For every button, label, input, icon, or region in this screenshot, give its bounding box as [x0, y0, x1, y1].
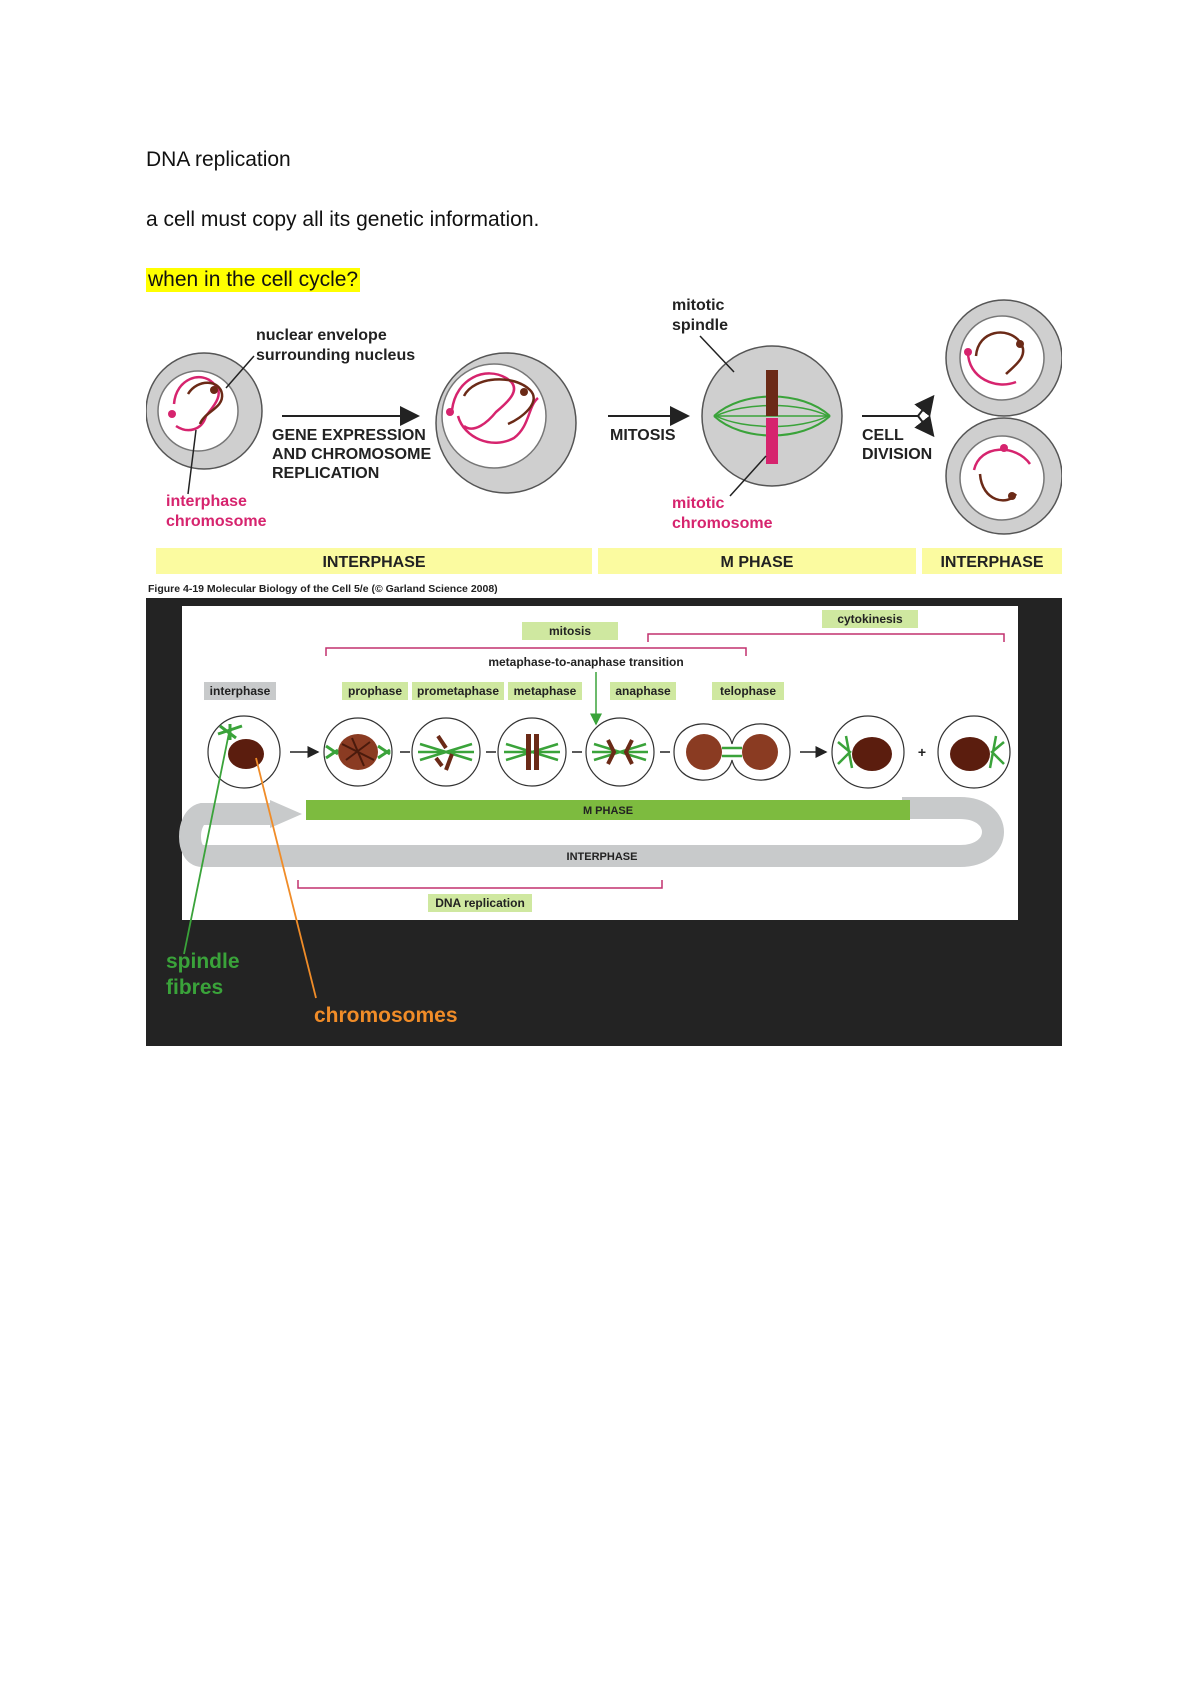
- interphase-bar-2: [922, 548, 1062, 574]
- mitosis-tag: [522, 622, 618, 640]
- interphase-cell-1: [146, 352, 263, 470]
- interphase-chromosome-label-2: chromosome: [166, 513, 267, 530]
- anaphase-tag-label: anaphase: [615, 684, 671, 698]
- prophase-tag-label: prophase: [348, 684, 402, 698]
- document-heading: DNA replication: [146, 148, 291, 171]
- spindle-annotation: spindle: [166, 950, 240, 973]
- daughter-cell-left: [831, 715, 905, 789]
- m-phase-bar-label: M PHASE: [721, 554, 794, 571]
- telophase-tag: [712, 682, 784, 700]
- nuclear-envelope-pointer: [225, 355, 255, 389]
- metaphase-tag: [508, 682, 582, 700]
- fibres-annotation: fibres: [166, 976, 223, 999]
- interphase-tag: [204, 682, 276, 700]
- prometaphase-tag: [412, 682, 504, 700]
- mitotic-chromosome-label: mitotic: [672, 495, 725, 512]
- nuclear-envelope-label: nuclear envelope: [256, 327, 387, 344]
- cell-cycle-figure: nuclear envelope surrounding nucleus int…: [146, 298, 1062, 595]
- dna-replication-bracket: [297, 880, 663, 889]
- cycle-loop-right: [330, 797, 1004, 867]
- interphase-chromosome-label: interphase: [166, 493, 247, 510]
- cycle-arrowhead: [270, 800, 302, 828]
- cytokinesis-tag: [822, 610, 918, 628]
- anaphase-cell: [585, 717, 655, 787]
- mitotic-cell: [701, 345, 843, 487]
- prophase-tag: [342, 682, 408, 700]
- spindle-pointer: [183, 727, 231, 955]
- chromosomes-annotation: chromosomes: [314, 1004, 458, 1027]
- daughter-cell-bottom: [945, 417, 1062, 535]
- telophase-tag-label: telophase: [720, 684, 776, 698]
- plus-sign: +: [918, 744, 926, 760]
- highlighted-question: when in the cell cycle?: [146, 268, 361, 292]
- prometaphase-cell: [411, 717, 481, 787]
- mitotic-spindle-label: mitotic: [672, 298, 725, 314]
- mitosis-tag-label: mitosis: [549, 624, 591, 638]
- m-phase-band-label: M PHASE: [583, 805, 633, 817]
- daughter-cell-top: [945, 299, 1062, 417]
- interphase-band-label: INTERPHASE: [567, 851, 638, 863]
- mitosis-bracket: [325, 647, 747, 656]
- dna-replication-tag: [428, 894, 532, 912]
- interphase-chromosome-pointer: [187, 429, 197, 495]
- telophase-cell: [673, 723, 791, 781]
- replication-label: REPLICATION: [272, 465, 379, 482]
- replicated-cell: [435, 352, 577, 494]
- mitotic-spindle-pointer: [699, 335, 735, 373]
- mitosis-stages-figure: mitosis cytokinesis metaphase-to-anaphas…: [146, 598, 1062, 1046]
- interphase-cell: [207, 715, 281, 789]
- chromosome-label: AND CHROMOSOME: [272, 446, 431, 463]
- prophase-cell: [323, 717, 393, 787]
- interphase-bar-1: [156, 548, 592, 574]
- figure-caption: Figure 4-19 Molecular Biology of the Cel…: [148, 583, 498, 595]
- gene-expression-label: GENE EXPRESSION: [272, 427, 426, 444]
- interphase-bar-label-2: INTERPHASE: [940, 554, 1043, 571]
- mitosis-label: MITOSIS: [610, 427, 676, 444]
- metaphase-tag-label: metaphase: [514, 684, 577, 698]
- interphase-tag-label: interphase: [210, 684, 271, 698]
- m-phase-bar: [598, 548, 916, 574]
- interphase-bar-label-1: INTERPHASE: [322, 554, 425, 571]
- daughter-cell-right: [937, 715, 1011, 789]
- mitotic-spindle-label-2: spindle: [672, 317, 728, 334]
- cell-division-arrow: [862, 394, 935, 438]
- cytokinesis-bracket: [647, 633, 1005, 642]
- chromosomes-pointer: [255, 757, 317, 999]
- dna-replication-tag-label: DNA replication: [435, 896, 525, 910]
- division-label: DIVISION: [862, 446, 932, 463]
- metaphase-cell: [497, 717, 567, 787]
- cycle-loop-left: [179, 803, 330, 867]
- m-phase-band: [306, 800, 910, 820]
- cytokinesis-tag-label: cytokinesis: [837, 612, 903, 626]
- cell-label: CELL: [862, 427, 904, 444]
- transition-label: metaphase-to-anaphase transition: [488, 655, 683, 669]
- prometaphase-tag-label: prometaphase: [417, 684, 499, 698]
- mitotic-chromosome-label-2: chromosome: [672, 515, 773, 532]
- intro-text: a cell must copy all its genetic informa…: [146, 208, 540, 231]
- anaphase-tag: [610, 682, 676, 700]
- mitotic-chromosome-pointer: [729, 455, 767, 497]
- nuclear-envelope-label-2: surrounding nucleus: [256, 347, 415, 364]
